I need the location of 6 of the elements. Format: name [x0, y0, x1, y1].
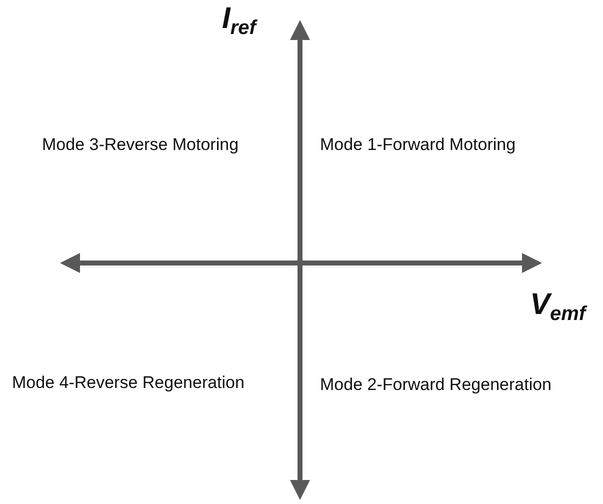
axis-label: I$_{ref}$ — [222, 2, 256, 40]
quadrant-label: Mode 4-Reverse Regeneration — [12, 373, 244, 393]
quadrant-label: Mode 1-Forward Motoring — [320, 135, 516, 155]
quadrant-label: Mode 3-Reverse Motoring — [42, 135, 239, 155]
quadrant-label: Mode 2-Forward Regeneration — [320, 375, 552, 395]
axis-label: V$_{emf}$ — [530, 288, 586, 326]
